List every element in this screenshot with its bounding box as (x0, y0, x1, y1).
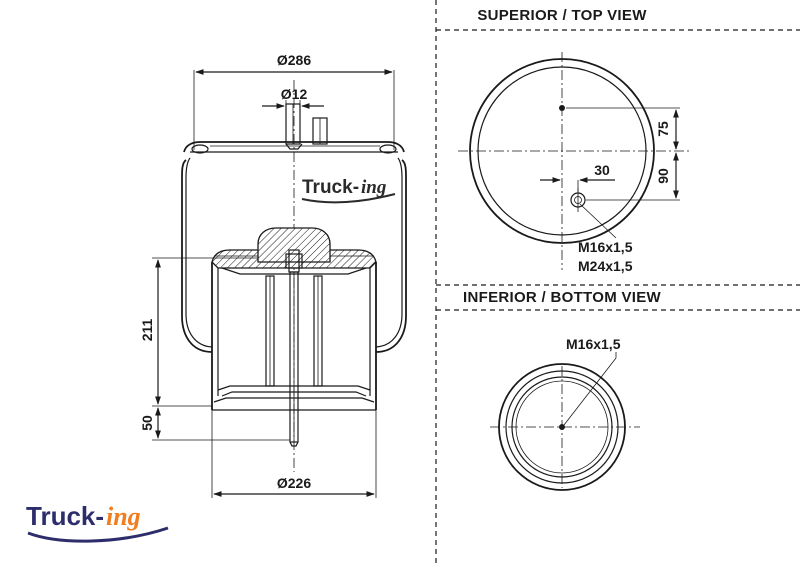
top-studs (285, 103, 328, 150)
logo-left: Truck- (26, 501, 104, 531)
svg-text:90: 90 (655, 168, 671, 184)
bottom-view-title: INFERIOR / BOTTOM VIEW (463, 289, 662, 306)
bump-stop (257, 227, 331, 263)
svg-text:Ø226: Ø226 (277, 475, 311, 491)
logo-right: ing (106, 502, 141, 531)
front-section-view: Truck- ing Ø286 Ø12 211 (139, 52, 407, 498)
bottom-thread-leader (563, 357, 617, 426)
svg-text:Ø12: Ø12 (281, 86, 308, 102)
thread-label-1: M16x1,5 (578, 239, 633, 255)
svg-text:30: 30 (594, 162, 610, 178)
bellows-brand-left: Truck- (302, 177, 359, 198)
bottom-thread-label: M16x1,5 (566, 336, 621, 352)
dim-piston-diameter: Ø226 (211, 410, 377, 498)
svg-text:211: 211 (139, 318, 155, 341)
bottom-view: INFERIOR / BOTTOM VIEW M16x1,5 (463, 289, 662, 491)
dim-stud-diameter: Ø12 (262, 86, 324, 112)
thread-label-2: M24x1,5 (578, 258, 633, 274)
svg-text:Ø286: Ø286 (277, 52, 311, 68)
top-plate (183, 141, 405, 153)
dim-offsets: 75 90 (566, 107, 680, 201)
brand-logo: Truck- ing (26, 501, 169, 543)
logo-swoosh (27, 526, 169, 543)
dim-height: 211 (139, 257, 258, 407)
top-plate-outer (469, 58, 655, 244)
dim-bottom: 50 (139, 407, 290, 441)
bellows-inner (185, 157, 213, 348)
view-separators (435, 0, 800, 565)
bellows-brand-right: ing (361, 177, 386, 198)
dim-outer-diameter: Ø286 (193, 52, 395, 150)
upper-stud-hole (559, 105, 565, 111)
top-plate-inner (477, 66, 647, 236)
piston-outer-ring (498, 363, 626, 491)
thread-leader (579, 203, 617, 239)
bottom-stud-hole (559, 424, 565, 430)
svg-text:75: 75 (655, 121, 671, 137)
bellows-brand: Truck- ing (301, 177, 396, 204)
top-view: SUPERIOR / TOP VIEW 75 90 30 M16x (458, 7, 690, 274)
bellows-outer (181, 159, 213, 353)
svg-text:50: 50 (139, 415, 155, 431)
dim-radial: 30 (540, 162, 615, 192)
center-bolt (285, 249, 303, 447)
top-view-title: SUPERIOR / TOP VIEW (477, 7, 647, 24)
